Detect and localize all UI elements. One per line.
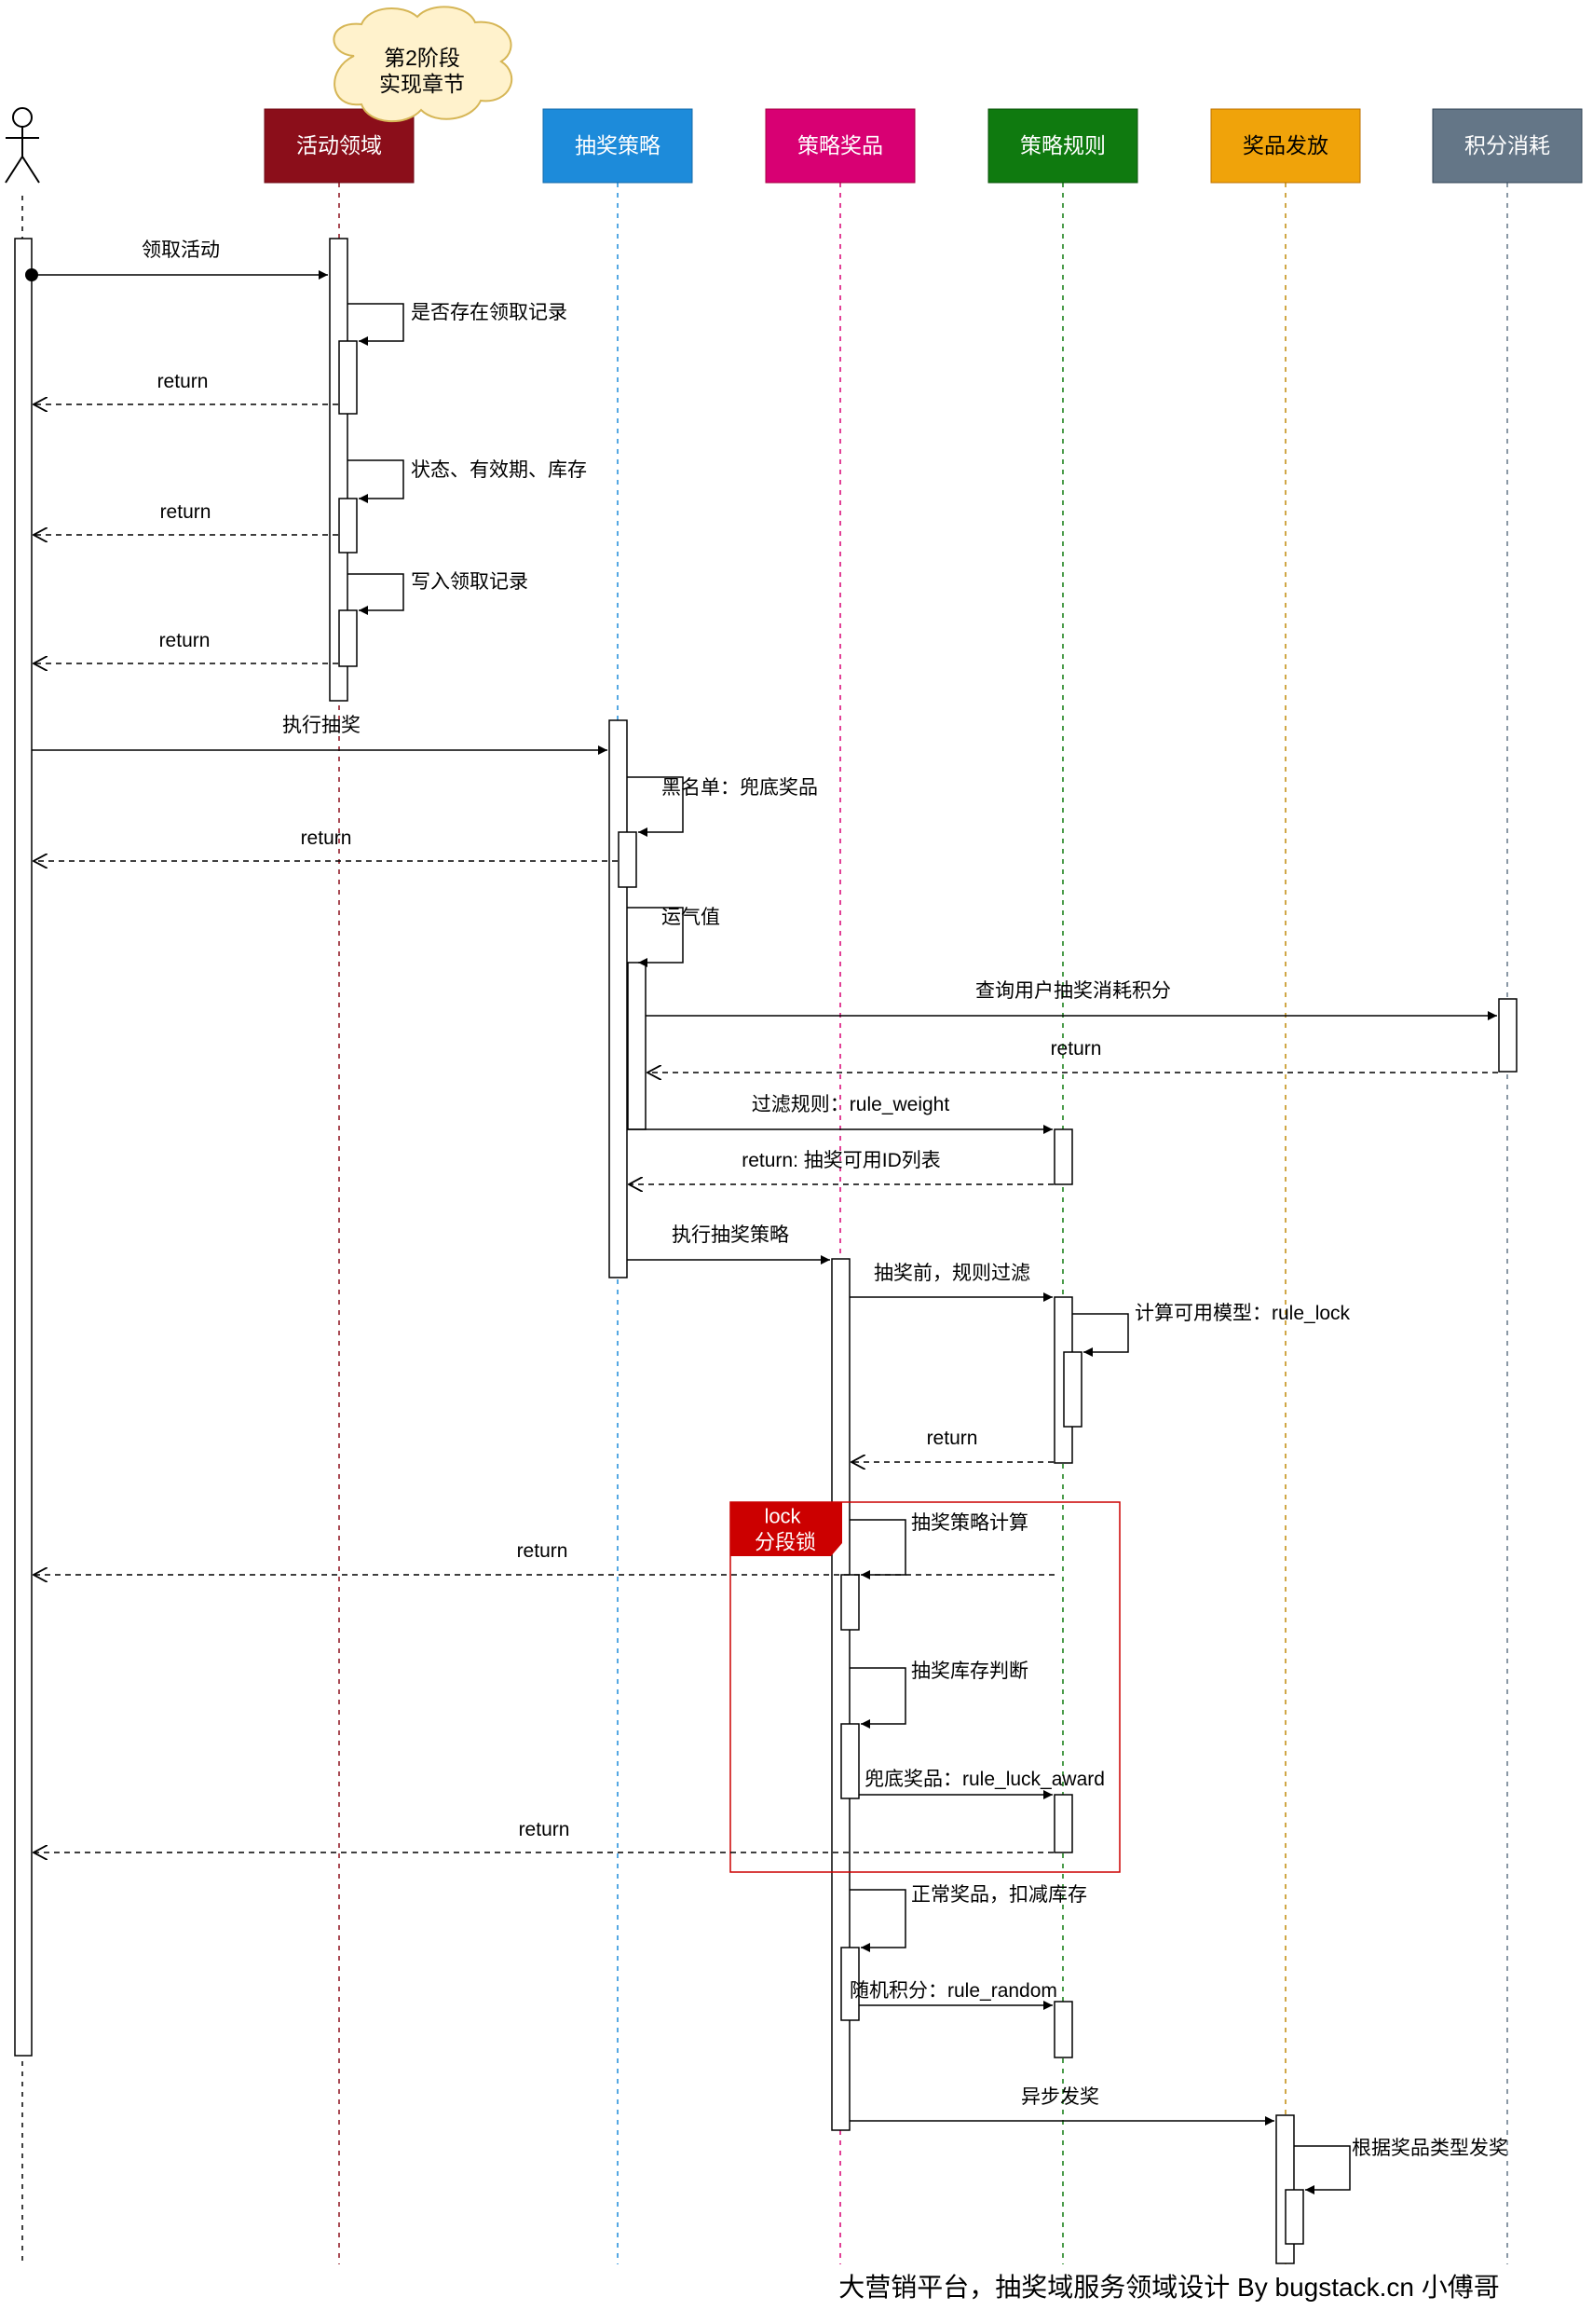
- message-label: 兜底奖品：rule_luck_award: [865, 1769, 1105, 1790]
- cloud-note-line1: 第2阶段: [384, 46, 460, 70]
- activation-strategy-2: [627, 962, 647, 1130]
- self-message-strategy-calc: [850, 1519, 906, 1579]
- self-message-rule-lock: [1072, 1313, 1129, 1357]
- message-label: 执行抽奖: [282, 715, 361, 736]
- participant-label: 积分消耗: [1464, 133, 1550, 157]
- participant-label: 策略奖品: [797, 133, 883, 157]
- participant-label: 抽奖策略: [575, 133, 660, 157]
- activation-award-3: [840, 1947, 860, 2021]
- message-label: 抽奖前，规则过滤: [874, 1263, 1030, 1284]
- lock-fragment-frame: [729, 1501, 1121, 1873]
- message-label: 运气值: [661, 907, 720, 928]
- activation-rule-1: [1054, 1128, 1073, 1185]
- message-label: 抽奖策略计算: [911, 1512, 1028, 1534]
- message-label: 根据奖品类型发奖: [1352, 2138, 1508, 2159]
- message-label: 领取活动: [142, 239, 220, 261]
- activation-award-1: [840, 1574, 860, 1631]
- lifelines: [21, 183, 1508, 2264]
- lock-fragment-title: lock: [764, 1505, 801, 1528]
- activation-points: [1498, 998, 1518, 1073]
- message-label: return: [517, 1540, 568, 1562]
- message-label: return: [159, 630, 211, 651]
- footer-caption: 大营销平台，抽奖域服务领域设计 By bugstack.cn 小傅哥: [838, 2273, 1499, 2302]
- lock-fragment: lock 分段锁: [729, 1501, 1121, 1873]
- self-message-stock-check: [850, 1667, 906, 1729]
- activation-activity-3: [338, 609, 358, 667]
- activation-dispatch-1: [1285, 2189, 1304, 2245]
- lock-fragment-tab: [730, 1502, 842, 1556]
- message-label: 是否存在领取记录: [411, 302, 567, 323]
- participant-header-dispatch: 奖品发放: [1210, 108, 1361, 184]
- activation-actor: [14, 238, 33, 2057]
- self-message-normal-award: [850, 1889, 906, 1952]
- participant-header-award: 策略奖品: [765, 108, 916, 184]
- participant-header-points: 积分消耗: [1432, 108, 1583, 184]
- activation-rule-3: [1054, 1794, 1073, 1853]
- participant-header-rule: 策略规则: [987, 108, 1138, 184]
- message-label: 黑名单：兜底奖品: [661, 777, 818, 799]
- message-label: return: [519, 1819, 570, 1840]
- message-labels: 领取活动 是否存在领取记录 return 状态、有效期、库存 return 写入…: [142, 239, 1508, 2159]
- self-message-dispatch-by-type: [1294, 2145, 1351, 2194]
- message-label: return: 抽奖可用ID列表: [742, 1150, 941, 1171]
- activation-bars: [14, 238, 1518, 2264]
- message-label: 抽奖库存判断: [911, 1661, 1028, 1682]
- message-label: 计算可用模型：rule_lock: [1135, 1303, 1351, 1324]
- activation-strategy-main: [608, 719, 628, 1278]
- message-label: return: [301, 827, 352, 849]
- activation-rule-2b: [1063, 1351, 1082, 1428]
- message-label: 写入领取记录: [411, 571, 528, 593]
- participant-label: 策略规则: [1020, 133, 1106, 157]
- message-label: return: [1051, 1038, 1102, 1059]
- activation-activity-2: [338, 498, 358, 554]
- messages: [25, 268, 1498, 2194]
- message-label: 异步发奖: [1021, 2086, 1099, 2108]
- activation-award-2: [840, 1723, 860, 1799]
- participant-header-strategy: 抽奖策略: [542, 108, 693, 184]
- activation-strategy-1: [618, 831, 637, 888]
- activation-activity-1: [338, 340, 358, 415]
- message-label: 状态、有效期、库存: [411, 459, 587, 481]
- cloud-shape: [333, 6, 512, 122]
- self-message-status-check: [347, 459, 404, 503]
- actor-user-icon: [5, 107, 40, 184]
- message-label: 随机积分：rule_random: [850, 1980, 1057, 2002]
- cloud-note: 第2阶段 实现章节: [333, 6, 512, 122]
- self-message-blacklist: [627, 776, 684, 837]
- self-message-luck: [627, 907, 684, 967]
- message-label: 查询用户抽奖消耗积分: [975, 980, 1171, 1002]
- activation-rule-4: [1054, 2001, 1073, 2058]
- lock-fragment-subtitle: 分段锁: [755, 1531, 816, 1554]
- self-message-check-record: [347, 303, 404, 346]
- participant-label: 奖品发放: [1243, 133, 1328, 157]
- activation-award-main: [831, 1258, 851, 2131]
- self-message-write-record: [347, 573, 404, 615]
- cloud-note-line2: 实现章节: [379, 72, 465, 96]
- message-label: 执行抽奖策略: [672, 1224, 789, 1246]
- message-label: 正常奖品，扣减库存: [911, 1884, 1087, 1906]
- message-label: 过滤规则：rule_weight: [752, 1094, 950, 1115]
- message-label: return: [157, 371, 209, 392]
- message-label: return: [160, 501, 211, 523]
- message-label: return: [927, 1428, 978, 1449]
- message-claim-activity: [25, 268, 328, 281]
- participant-label: 活动领域: [296, 133, 382, 157]
